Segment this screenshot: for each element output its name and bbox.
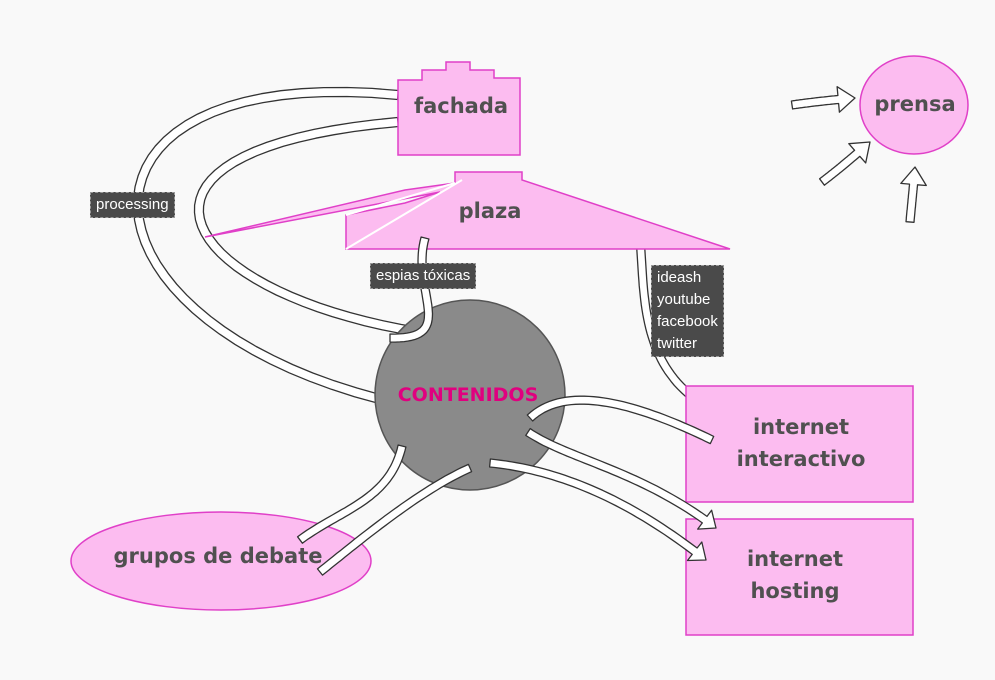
arrow-contenidos-to-grupos-left: [296, 444, 407, 544]
internet-interactivo-node-shape[interactable]: [685, 385, 914, 503]
plaza-label: plaza: [459, 199, 522, 223]
arrows-top-layer: [296, 86, 927, 576]
arrow-into-prensa-lower-left: [818, 141, 871, 186]
prensa-node-shape[interactable]: [859, 55, 969, 155]
tag-social-item: twitter: [657, 335, 698, 352]
interactivo-label-line2: interactivo: [737, 447, 866, 471]
grupos-label: grupos de debate: [114, 544, 323, 568]
fachada-label: fachada: [414, 94, 508, 118]
contenidos-node-shape[interactable]: [374, 299, 566, 491]
tag-social-item: youtube: [657, 291, 711, 308]
tag-social-networks: ideash youtube facebook twitter: [651, 265, 724, 357]
hosting-label-line2: hosting: [750, 579, 839, 603]
arrow-contenidos-to-grupos-right: [316, 463, 473, 576]
contenidos-label: CONTENIDOS: [398, 384, 539, 406]
interactivo-label-line1: internet: [753, 415, 849, 439]
hosting-label-line1: internet: [747, 547, 843, 571]
tag-espias-toxicas: espias tóxicas: [370, 263, 477, 289]
plaza-inner-edge: [345, 179, 463, 250]
prensa-label: prensa: [874, 92, 955, 116]
grupos-de-debate-node-shape[interactable]: [70, 511, 372, 611]
fachada-node-shape[interactable]: [397, 61, 521, 156]
arrow-contenidos-to-interactivo: [526, 395, 715, 445]
tag-social-item: facebook: [657, 313, 718, 330]
tag-processing: processing: [90, 192, 175, 218]
tag-social-item: ideash: [657, 269, 702, 286]
arrow-contenidos-to-hosting-upper: [525, 427, 717, 530]
arrow-contenidos-to-hosting-lower: [488, 458, 707, 562]
internet-hosting-node-shape[interactable]: [685, 518, 914, 636]
arrow-into-prensa-left: [790, 86, 856, 113]
plaza-node-shape[interactable]: [204, 171, 731, 250]
arrow-into-prensa-bottom: [900, 166, 927, 223]
